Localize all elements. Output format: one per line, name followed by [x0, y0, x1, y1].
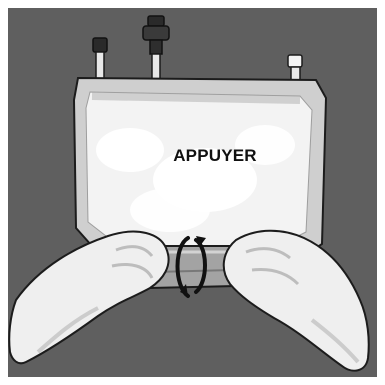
instruction-label: APPUYER: [140, 146, 290, 166]
